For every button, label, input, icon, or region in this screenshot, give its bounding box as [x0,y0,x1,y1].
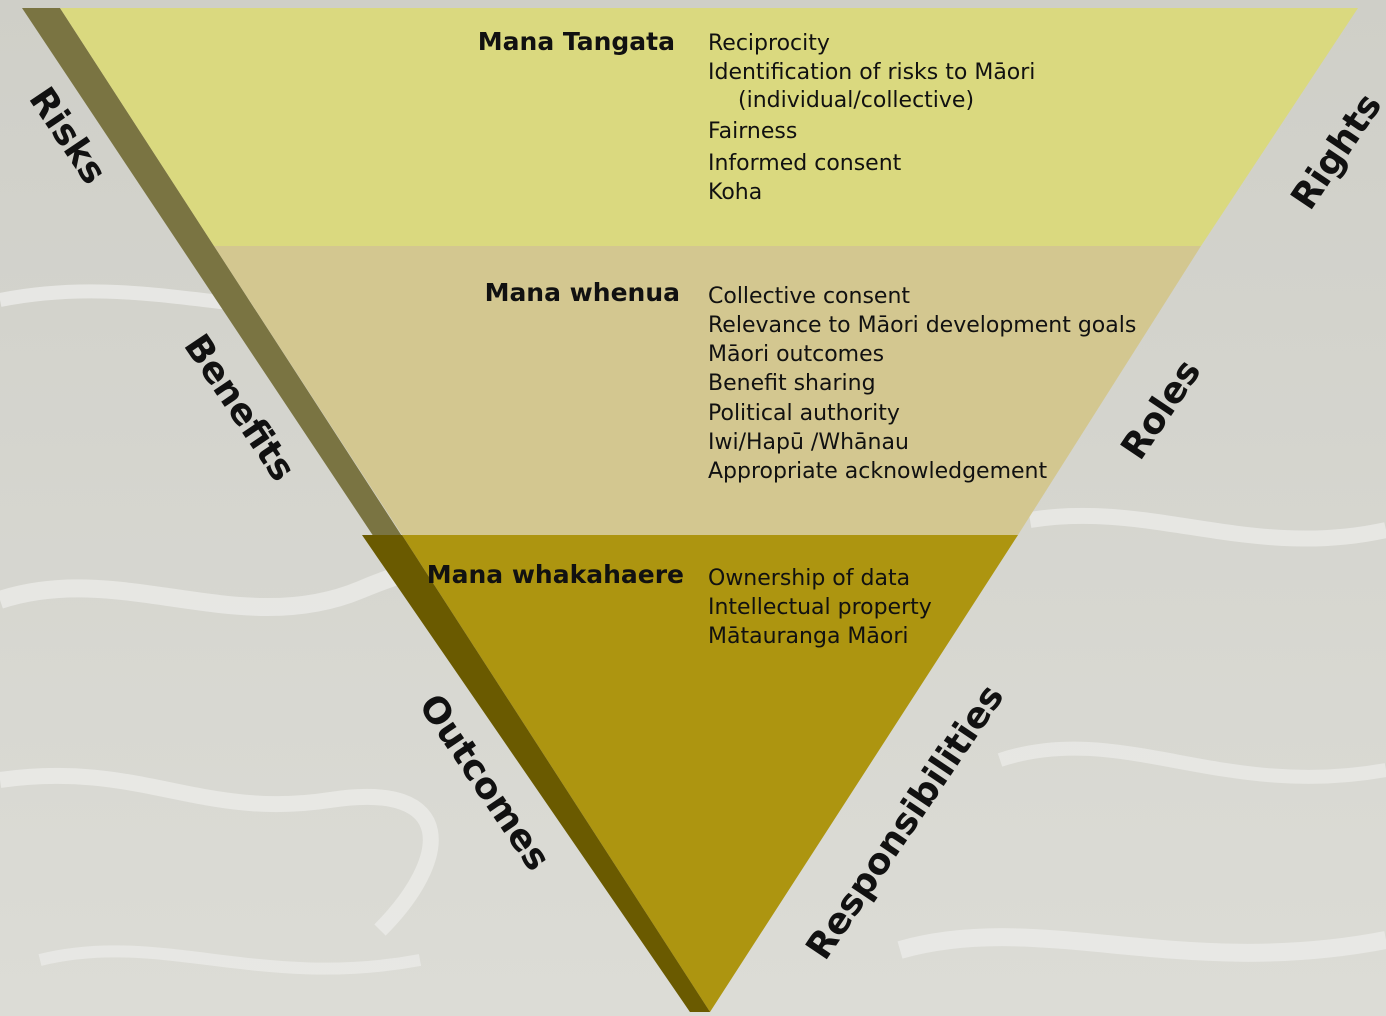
tier-title-mana-whenua: Mana whenua [485,278,680,307]
tier-item: Political authority [708,401,900,426]
tier-item: Appropriate acknowledgement [708,459,1047,484]
tier-item: Māori outcomes [708,342,884,367]
tier-item: Iwi/Hapū /Whānau [708,430,909,455]
tier-item: Relevance to Māori development goals [708,313,1136,338]
tier-title-mana-whakahaere: Mana whakahaere [427,560,684,589]
left-edge-band-lower [362,535,710,1012]
tier-item: Benefit sharing [708,371,876,396]
tier-item: Collective consent [708,284,910,309]
tier-title-mana-tangata: Mana Tangata [478,27,675,56]
tier-item: Ownership of data [708,566,910,591]
tier-item: Fairness [708,119,797,144]
tier-items-mana-tangata: Reciprocity Identification of risks to M… [708,31,1035,205]
tier-mana-whenua [214,246,1201,535]
tier-item: Koha [708,180,762,205]
tier-item: Identification of risks to Māori [708,60,1035,85]
tier-item: Mātauranga Māori [708,624,909,649]
tier-mana-tangata [60,8,1358,246]
tier-item: Reciprocity [708,31,830,56]
tier-items-mana-whakahaere: Ownership of data Intellectual property … [708,566,932,649]
tier-item: Intellectual property [708,595,932,620]
tier-mana-whakahaere [402,535,1018,1012]
tier-item: Informed consent [708,151,902,176]
tier-items-mana-whenua: Collective consent Relevance to Māori de… [708,284,1136,484]
tier-item: (individual/collective) [738,88,974,113]
